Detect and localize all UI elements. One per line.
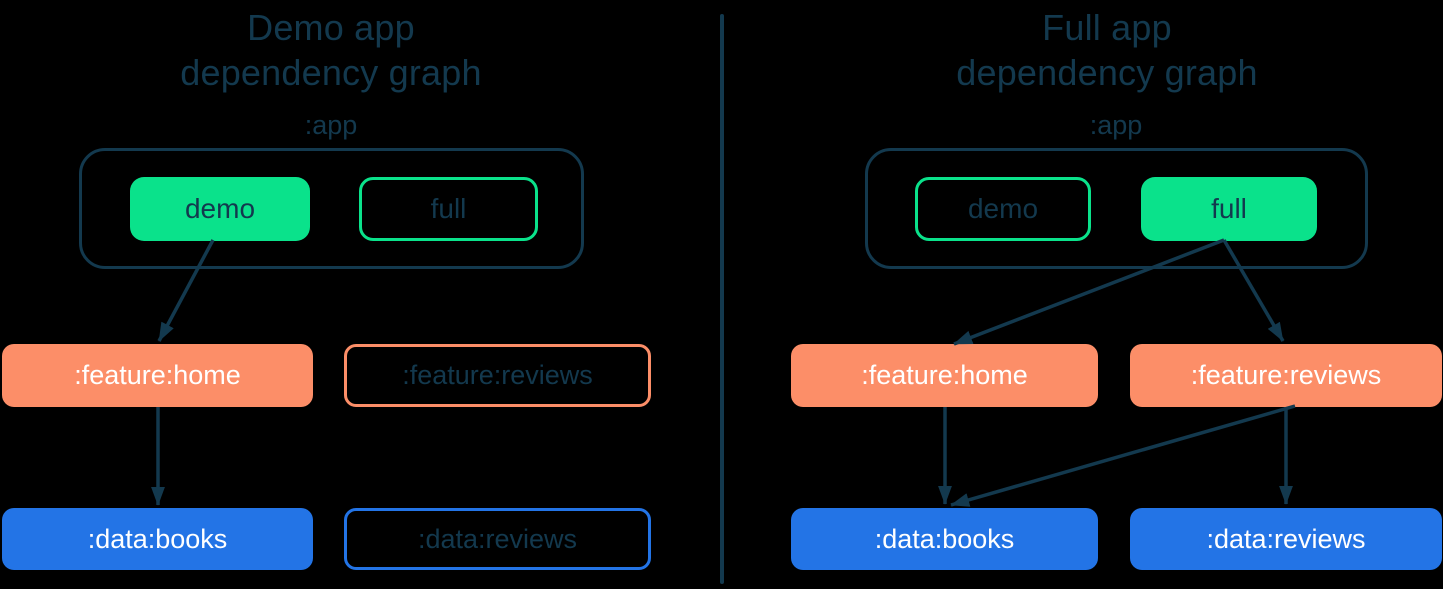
full-panel-node-feature-home: :feature:home — [791, 344, 1098, 407]
full-panel-node-feature-reviews: :feature:reviews — [1130, 344, 1442, 407]
demo-app-module-label: :app — [304, 110, 358, 140]
full-panel-variant-demo: demo — [915, 177, 1091, 241]
panel-divider — [720, 14, 724, 584]
demo-panel-node-feature-reviews: :feature:reviews — [344, 344, 651, 407]
demo-panel-variant-demo: demo — [130, 177, 310, 241]
full-panel-node-data-reviews: :data:reviews — [1130, 508, 1442, 570]
panel-demo-title-line1: Demo app — [247, 7, 415, 48]
panel-full-title: Full app dependency graph — [842, 5, 1372, 95]
full-panel-node-data-books: :data:books — [791, 508, 1098, 570]
demo-app-module-container — [79, 148, 584, 269]
panel-full-title-line1: Full app — [1042, 7, 1172, 48]
full-panel-variant-full: full — [1141, 177, 1317, 241]
demo-panel-node-data-books: :data:books — [2, 508, 313, 570]
panel-full-title-line2: dependency graph — [956, 52, 1258, 93]
demo-panel-variant-full: full — [359, 177, 538, 241]
panel-demo-title: Demo app dependency graph — [66, 5, 596, 95]
demo-panel-node-data-reviews: :data:reviews — [344, 508, 651, 570]
full-app-module-label: :app — [1089, 110, 1143, 140]
edge-full-feature-reviews-to-data-books — [950, 404, 1296, 507]
panel-demo-title-line2: dependency graph — [180, 52, 482, 93]
demo-panel-node-feature-home: :feature:home — [2, 344, 313, 407]
